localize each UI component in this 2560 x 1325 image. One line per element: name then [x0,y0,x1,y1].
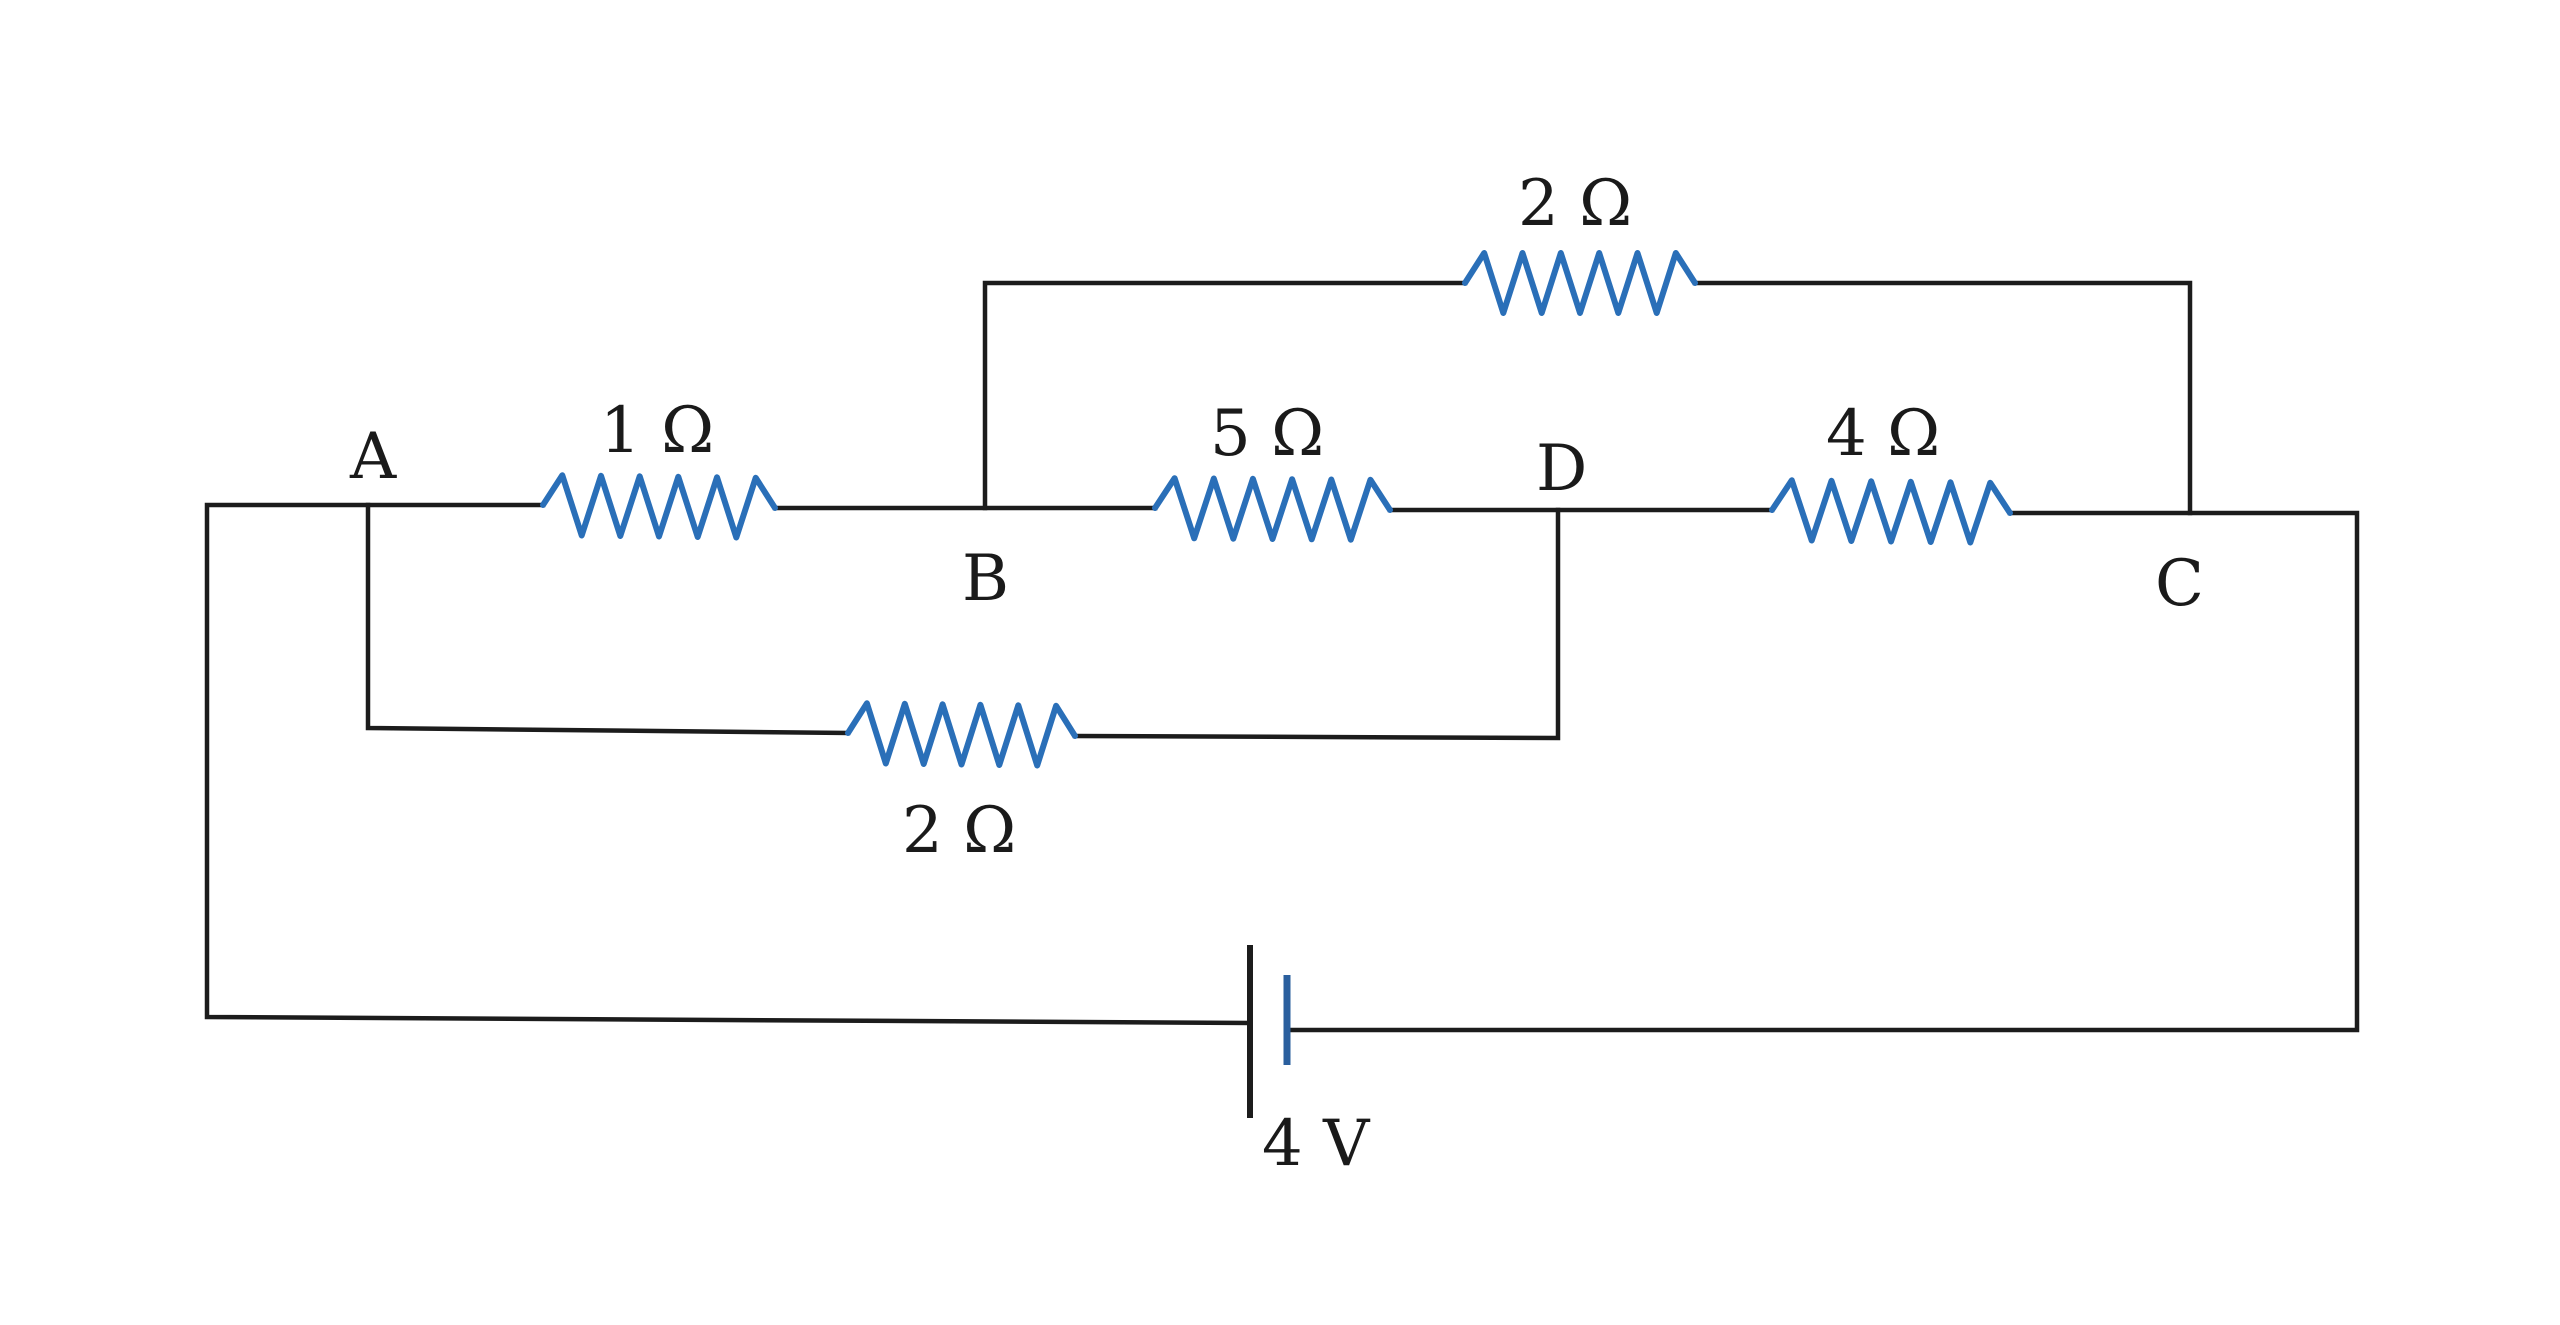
node-label-c: C [2155,547,2204,621]
resistor-label-dc: 4 Ω [1826,397,1940,471]
battery [1247,945,1291,1118]
resistor-bd [1152,475,1393,543]
resistor-label-ab: 1 Ω [600,394,714,468]
wire-bottom-branch-left [365,502,851,736]
wire-right-outer [1289,510,2360,1033]
resistor-label-bc: 2 Ω [1518,167,1632,241]
node-label-b: B [962,542,1009,616]
resistor-ab [540,472,778,541]
labels: A B D C 1 Ω 5 Ω 4 Ω 2 Ω 2 Ω 4 V [349,167,2204,1181]
wires [204,280,2360,1033]
resistor-bc [1462,250,1698,316]
resistor-label-ad: 2 Ω [902,794,1016,868]
wire-top-branch-right [1692,280,2193,516]
resistor-dc [1769,477,2013,546]
battery-label: 4 V [1262,1107,1371,1181]
resistors [540,250,2013,769]
node-label-a: A [349,420,397,494]
wire-bottom-branch-right [1072,507,1561,741]
wire-left-outer [204,502,1253,1026]
wire-top-branch-left [982,280,1468,511]
resistor-ad [845,700,1078,769]
resistor-label-bd: 5 Ω [1210,397,1324,471]
node-label-d: D [1536,432,1587,506]
